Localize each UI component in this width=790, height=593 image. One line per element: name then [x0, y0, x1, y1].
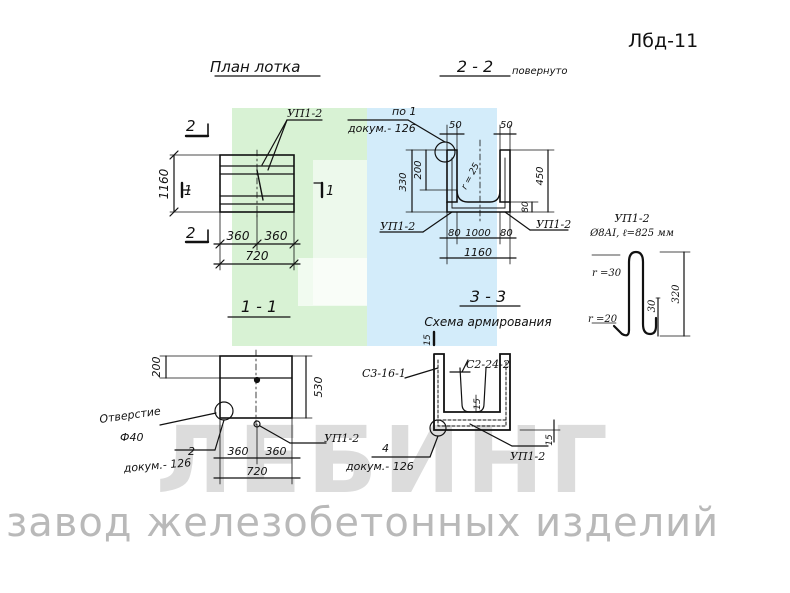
up-radius-2: r =20 — [588, 314, 618, 325]
section-2-2-dim-b2: 1000 — [465, 228, 490, 239]
plan-section-mark-1-left: 1 — [184, 184, 192, 199]
plan-ref-label: УП1-2 — [287, 107, 322, 120]
plan-dim-left: 360 — [227, 229, 250, 243]
watermark-logo — [232, 108, 497, 346]
section-3-3-subtitle: Схема армирования — [424, 315, 551, 329]
section-1-1-doc: докум.- 126 — [122, 456, 192, 475]
up-dim-2: 320 — [671, 284, 682, 304]
section-3-3-doc: докум.- 126 — [345, 460, 414, 473]
plan-dim-total: 720 — [246, 249, 269, 263]
section-1-1-up: УП1-2 — [324, 432, 359, 445]
section-2-2 — [347, 75, 569, 265]
section-2-2-dim-b3: 80 — [500, 228, 513, 239]
section-3-3 — [371, 305, 561, 458]
section-1-1-dim-h2: 530 — [312, 377, 325, 398]
section-2-2-dim-h1: 200 — [413, 160, 424, 179]
section-3-3-ref: 4 — [382, 442, 389, 455]
plan-section-mark-1-right: 1 — [326, 184, 334, 199]
section-1-1-dim-h1: 200 — [150, 357, 163, 378]
up-spec: Ø8АI, ℓ=825 мм — [589, 228, 674, 239]
section-2-2-dim-total: 1160 — [464, 246, 492, 259]
section-2-2-dim-h4: 80 — [521, 201, 531, 213]
section-1-1-dim-w1: 360 — [228, 445, 249, 458]
section-1-1-hole: Отверстие — [99, 404, 162, 425]
section-3-3-up: УП1-2 — [510, 450, 545, 463]
section-1-1-dim-w2: 360 — [266, 445, 287, 458]
section-1-1 — [159, 316, 327, 485]
sheet-code: Лбд-11 — [628, 30, 699, 52]
plan-dim-right: 360 — [265, 229, 288, 243]
section-1-1-hole-dia: Ф40 — [120, 431, 143, 444]
section-3-3-dim-3: 15 — [545, 434, 555, 446]
up-1-2-detail — [591, 250, 691, 337]
section-2-2-title: 2 - 2 — [457, 57, 493, 76]
section-2-2-up-right: УП1-2 — [536, 218, 571, 231]
section-2-2-note: повернуто — [512, 66, 567, 77]
section-2-2-dim-w2: 50 — [500, 120, 513, 131]
section-2-2-ref: по 1 — [392, 105, 416, 118]
plan-section-mark-2-top: 2 — [186, 117, 196, 135]
plan-view — [169, 75, 324, 271]
plan-title: План лотка — [210, 58, 300, 76]
section-3-3-c2: С2-24-2 — [466, 358, 510, 371]
section-2-2-dim-w1: 50 — [449, 120, 462, 131]
section-3-3-c1: С3-16-1 — [362, 367, 406, 380]
section-2-2-dim-b1: 80 — [448, 228, 461, 239]
section-1-1-dim-total: 720 — [247, 465, 268, 478]
section-2-2-dim-h2: 330 — [398, 172, 409, 191]
section-3-3-title: 3 - 3 — [470, 287, 506, 306]
up-radius-1: r =30 — [592, 268, 622, 279]
section-1-1-ref: 2 — [188, 445, 195, 458]
watermark-text: ЛЕБИНГ — [156, 407, 614, 514]
plan-dim-height: 1160 — [157, 168, 171, 199]
plan-section-mark-2-bottom: 2 — [186, 224, 196, 242]
section-2-2-doc: докум.- 126 — [347, 122, 416, 135]
section-2-2-dim-h3: 450 — [535, 166, 546, 185]
up-title: УП1-2 — [614, 212, 649, 225]
factory-name: завод железобетонных изделий — [6, 500, 720, 546]
section-3-3-dim-2: 15 — [473, 398, 483, 410]
section-1-1-title: 1 - 1 — [241, 297, 277, 316]
up-dim-1: 30 — [647, 299, 658, 312]
section-2-2-up-left: УП1-2 — [380, 220, 415, 233]
section-3-3-dim-1: 15 — [423, 334, 433, 346]
